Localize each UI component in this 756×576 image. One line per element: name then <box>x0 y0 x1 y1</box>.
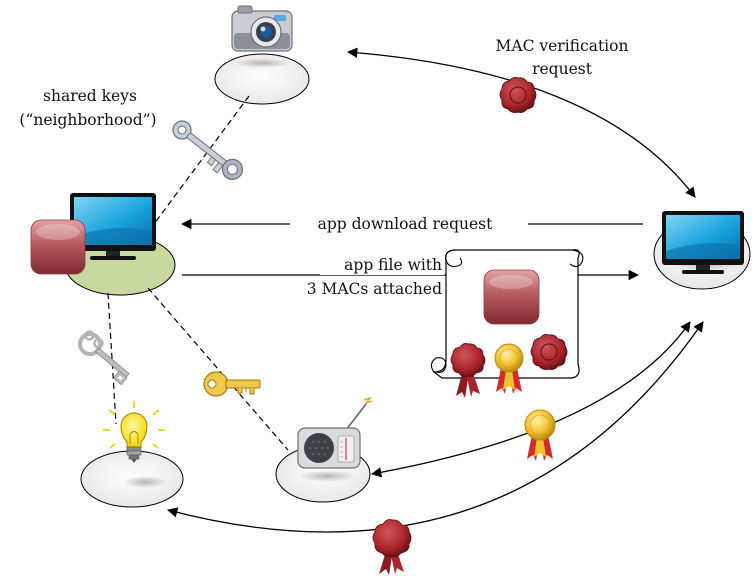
arrow-lightbulb-verify <box>166 321 704 533</box>
attached-app-icon <box>483 269 540 325</box>
app-file-label-line2: 3 MACs attached <box>307 280 442 298</box>
download-label-background <box>292 211 526 235</box>
silver-key-icon <box>78 330 130 386</box>
mac-request-label-line1: MAC verification <box>496 37 629 55</box>
gold-medal-seal-icon <box>494 343 524 394</box>
mac-request-label-line2: request <box>532 60 593 78</box>
lightbulb-icon <box>103 401 165 463</box>
arrow-mac-verification <box>346 47 696 198</box>
app-file-label-background <box>320 251 444 275</box>
app-file-label-line1: app file with <box>344 256 442 274</box>
link-owner-radio <box>147 287 289 451</box>
shared-keys-label-line2: (“neighborhood”) <box>19 111 156 129</box>
app-icon <box>30 219 86 275</box>
app-store-monitor-icon <box>662 211 744 274</box>
red-wax-seal-icon <box>450 343 486 398</box>
link-owner-camera <box>153 95 250 225</box>
shared-keys-label-line1: shared keys <box>43 87 137 105</box>
red-wax-seal-icon <box>372 519 412 575</box>
app-download-request-label: app download request <box>318 215 494 233</box>
link-owner-lightbulb <box>107 292 117 425</box>
gold-key-icon <box>203 371 261 397</box>
camera-platform <box>214 53 310 105</box>
radio-icon <box>297 396 373 469</box>
gold-medal-seal-icon <box>524 409 556 461</box>
red-wax-seal-icon <box>530 334 568 370</box>
shared-key-links <box>107 95 289 451</box>
silver-key-icon <box>172 120 244 181</box>
red-wax-seal-icon <box>499 77 537 113</box>
camera-icon <box>231 5 293 52</box>
owner-monitor-icon <box>70 193 156 260</box>
